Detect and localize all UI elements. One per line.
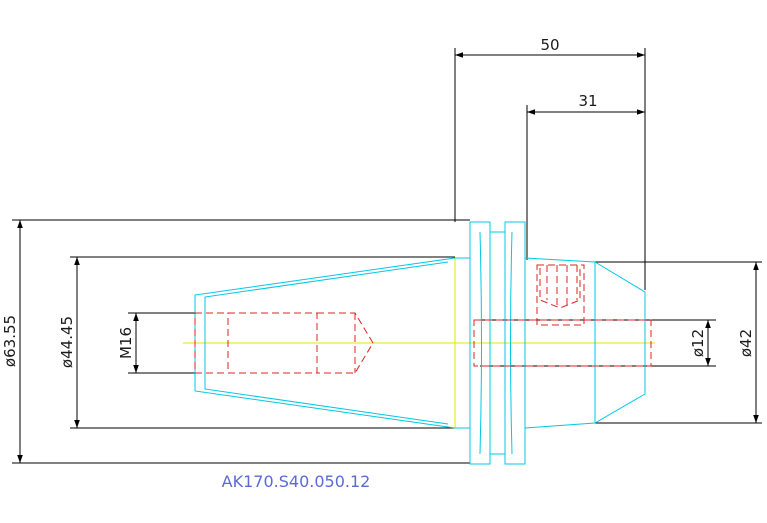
dim-flange-diameter: ø63.55 — [1, 315, 19, 367]
dim-overall-length: 50 — [540, 36, 559, 54]
dim-nose-diameter: ø42 — [737, 329, 755, 357]
part-number: AK170.S40.050.12 — [222, 472, 371, 491]
hidden-features — [194, 264, 652, 374]
dim-thread: M16 — [117, 327, 135, 359]
dim-taper-diameter: ø44.45 — [58, 316, 76, 368]
extension-lines — [12, 48, 762, 464]
dim-bore-diameter: ø12 — [689, 329, 707, 357]
dimension-lines — [17, 52, 759, 463]
dim-shank-length: 31 — [578, 92, 597, 110]
